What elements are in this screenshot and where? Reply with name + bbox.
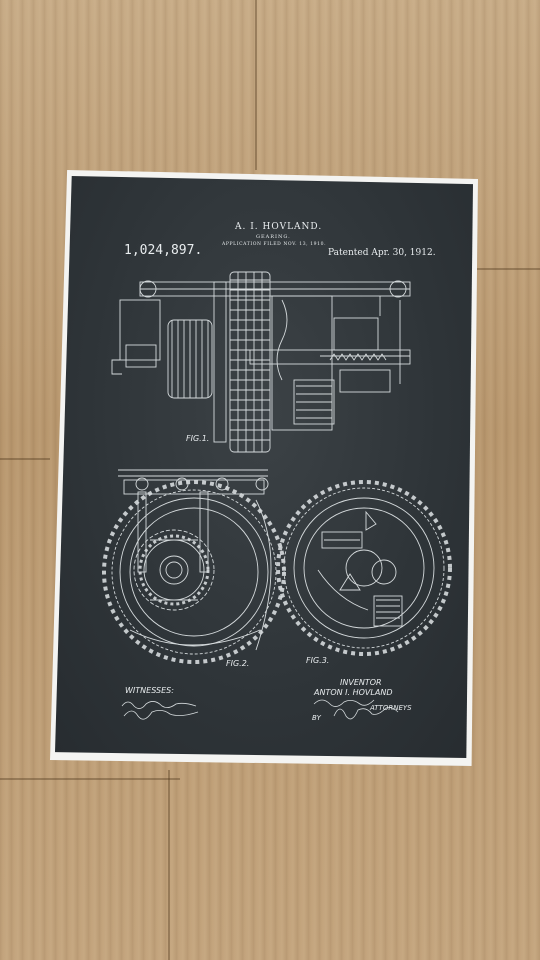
attorneys-label: ATTORNEYS xyxy=(370,704,412,712)
attorney-signature xyxy=(313,699,399,720)
fig1-drawing xyxy=(111,271,411,453)
by-label: BY xyxy=(312,714,321,722)
inventor-label: INVENTOR xyxy=(340,678,382,687)
fig2-drawing xyxy=(111,469,277,655)
figure-2-label: FIG.2. xyxy=(226,659,250,668)
patent-application-date: APPLICATION FILED NOV. 13, 1910. xyxy=(222,242,327,247)
floor-plank-seam xyxy=(255,0,257,170)
patent-print xyxy=(55,176,473,758)
figure-3-label: FIG.3. xyxy=(306,656,330,665)
fig3-gear-teeth xyxy=(276,480,452,656)
witnesses-label: WITNESSES: xyxy=(125,686,174,695)
patent-date: Patented Apr. 30, 1912. xyxy=(328,248,436,258)
fig3-drawing xyxy=(283,487,445,649)
patent-inventor-header: A. I. HOVLAND. xyxy=(235,222,323,232)
inventor-name: ANTON I. HOVLAND xyxy=(314,688,393,697)
floor-plank-seam xyxy=(0,778,180,780)
floor-plank-seam xyxy=(0,458,50,460)
figure-1-label: FIG.1. xyxy=(186,434,210,443)
fig2-gear-teeth xyxy=(102,480,286,664)
fig2-pinion-teeth xyxy=(138,534,210,606)
patent-subject: GEARING. xyxy=(256,234,291,240)
witness-signatures xyxy=(121,701,199,720)
floor-plank-seam xyxy=(168,770,170,960)
patent-number: 1,024,897. xyxy=(124,243,203,258)
